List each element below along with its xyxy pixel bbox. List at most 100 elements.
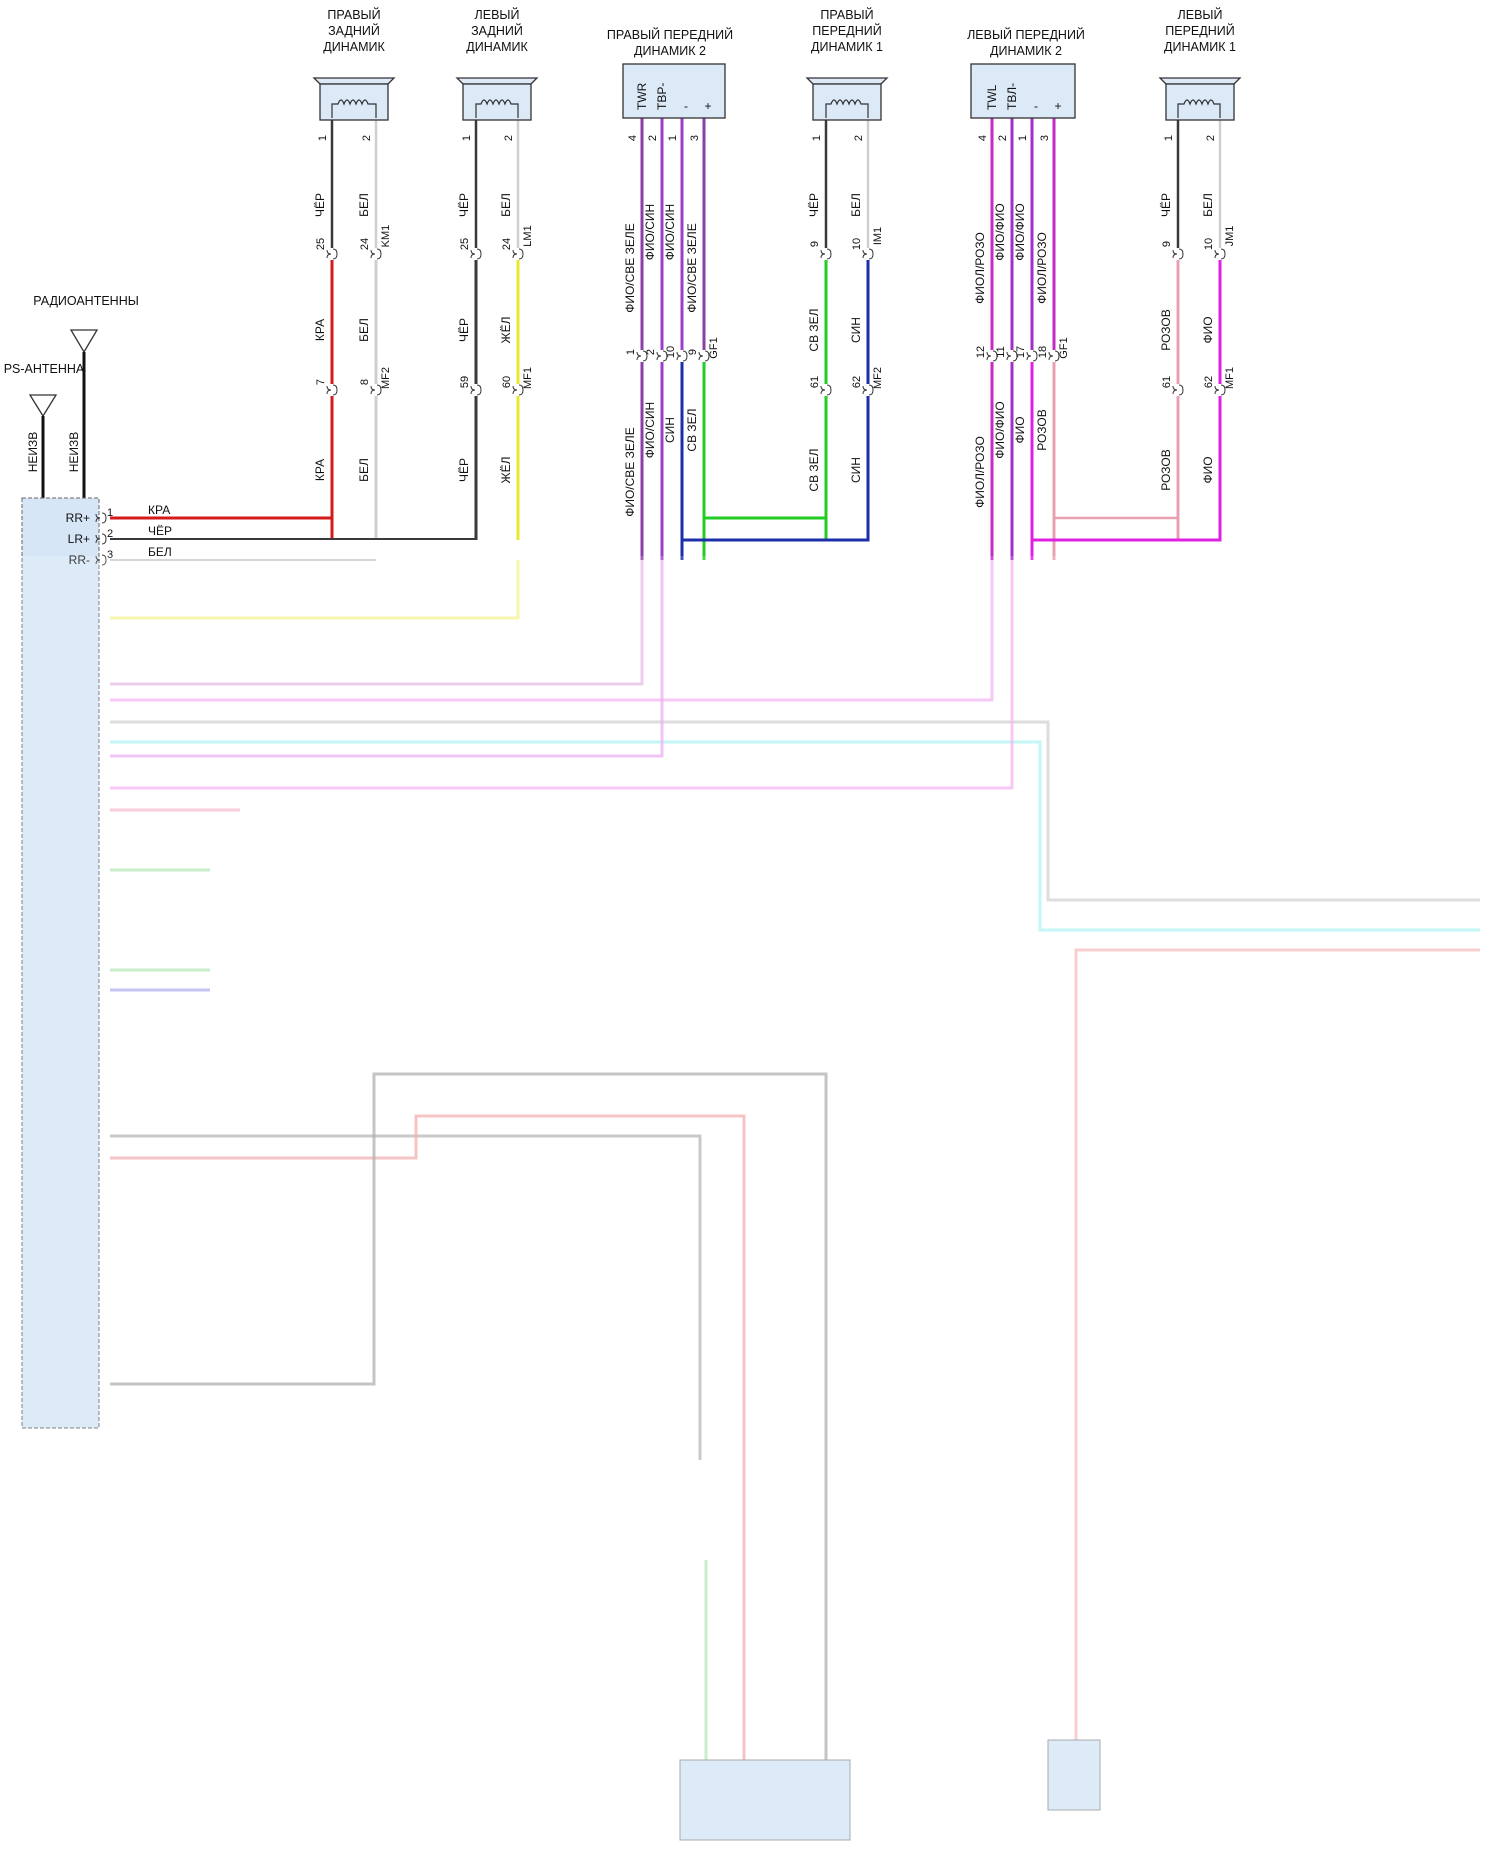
gps-antenna-label: PS-АНТЕННА (4, 362, 85, 376)
pin-number: 3 (689, 135, 701, 141)
wire-color-label: СВ ЗЕЛ (807, 448, 821, 491)
wire-route (110, 539, 476, 540)
wire-color-label: ФИО/ФИО (1013, 203, 1027, 261)
wire-color-label: ФИО/СИН (663, 204, 677, 260)
speaker-cone (457, 78, 537, 84)
wire-color-label: РОЗОВ (1035, 409, 1049, 451)
connector-mark (869, 249, 873, 259)
head-unit-pin-number: 2 (107, 528, 113, 540)
connector-pin: 24 (501, 238, 513, 250)
speaker-rr: ПРАВЫЙЗАДНИЙДИНАМИК1ЧЁР25КРА7КРА2БЕЛ24БЕ… (313, 7, 394, 482)
connector-mark (513, 386, 517, 394)
wire-color-label: СВ ЗЕЛ (685, 408, 699, 451)
connector-mark (821, 386, 825, 394)
wire-color-label: СИН (663, 417, 677, 443)
wire-color-label: ЖЁЛ (499, 317, 513, 344)
connector-mark (1173, 386, 1177, 394)
wire-color-label: ФИОЛ/РОЗО (973, 232, 987, 304)
wire-color-label: ЧЁР (457, 318, 471, 342)
pin-number: 4 (977, 135, 989, 141)
pin-number: 2 (853, 135, 865, 141)
connector-pin: 10 (851, 238, 863, 250)
connector-pin: 2 (645, 349, 657, 355)
connector-pin: 12 (975, 346, 987, 358)
connector-mark (863, 386, 867, 394)
pin-number: 2 (361, 135, 373, 141)
wire-color-label: БЕЛ (499, 193, 513, 217)
speaker-title-line: ДИНАМИК 2 (634, 44, 706, 58)
wire-route (110, 470, 332, 518)
wire-color-label: ЖЁЛ (499, 457, 513, 484)
wire-color-label: ФИО/СВЕ ЗЕЛЕ (623, 223, 637, 313)
connector-mark (102, 534, 106, 544)
connector-mark (327, 250, 331, 258)
wire-color-label: РОЗОВ (1159, 449, 1173, 491)
connector-name: MF1 (1224, 367, 1236, 389)
connector-pin: 8 (359, 379, 371, 385)
connector-mark (699, 352, 703, 360)
connector-name: KM1 (380, 225, 392, 248)
wire-color-label: ФИО (1201, 316, 1215, 343)
wire-color-label: ФИОЛ/РОЗО (973, 436, 987, 508)
speaker-title-line: ПРАВЫЙ (327, 7, 380, 22)
wire-color-label: ФИОЛ/РОЗО (1035, 232, 1049, 304)
connector-pin: 1 (625, 349, 637, 355)
speaker-title-line: ДИНАМИК 2 (990, 44, 1062, 58)
speaker-title-line: ЗАДНИЙ (471, 23, 523, 38)
connector-pin: 25 (459, 238, 471, 250)
wire-color-label: РОЗОВ (1159, 309, 1173, 351)
connector-mark (637, 352, 641, 360)
connector-pin: 11 (995, 346, 1007, 357)
wire-color-label: БЕЛ (1201, 193, 1215, 217)
connector-mark (371, 250, 375, 258)
head-unit-pin-number: 1 (107, 507, 113, 519)
connector-pin: 59 (459, 376, 471, 388)
connector-mark (1221, 249, 1225, 259)
wire-color-label: КРА (313, 459, 327, 481)
connector-mark (863, 250, 867, 258)
connector-mark (519, 249, 523, 259)
connector-mark (333, 385, 337, 395)
wire-color-label: СВ ЗЕЛ (807, 308, 821, 351)
pin-number: 2 (647, 135, 659, 141)
wire-color-label: ЧЁР (313, 193, 327, 217)
speaker-title-line: ДИНАМИК 1 (811, 40, 883, 54)
wire-color-label: СИН (849, 457, 863, 483)
wire-color-label: ЧЁР (807, 193, 821, 217)
wire-route (704, 362, 826, 518)
wire-color-label: ФИО/СИН (643, 204, 657, 260)
connector-mark (471, 386, 475, 394)
speaker-lf1: ЛЕВЫЙПЕРЕДНИЙДИНАМИК 11ЧЁР9РОЗОВ61РОЗОВ2… (1159, 7, 1240, 491)
connector-pin: 60 (501, 376, 513, 388)
connector-mark (827, 249, 831, 259)
wire-color-label: КРА (313, 319, 327, 341)
connector-name: LM1 (522, 225, 534, 246)
head-unit-pin-name: RR+ (66, 511, 90, 525)
connector-pin: 24 (359, 238, 371, 250)
pin-number: 3 (1039, 135, 1051, 141)
obscured-lower-region (0, 556, 1500, 1861)
connector-pin: 62 (1203, 376, 1215, 388)
head-unit-wire-label: КРА (148, 503, 170, 517)
wire-color-label: ЧЁР (457, 193, 471, 217)
pin-number: 1 (317, 135, 329, 141)
speaker-body (463, 84, 531, 120)
connector-mark (333, 249, 337, 259)
connector-mark (1173, 250, 1177, 258)
connector-pin: 9 (809, 241, 821, 247)
pin-number: 1 (811, 135, 823, 141)
wire-color-label: ФИО/СИН (643, 402, 657, 458)
wire-color-label: БЕЛ (357, 458, 371, 482)
wire-color-label: ЧЁР (457, 458, 471, 482)
connector-mark (1027, 352, 1031, 360)
connector-mark (1179, 385, 1183, 395)
wire-color-label: БЕЛ (849, 193, 863, 217)
connector-mark (677, 352, 681, 360)
speaker-terminal-label: + (704, 99, 711, 113)
connector-mark (657, 352, 661, 360)
pin-number: 4 (627, 135, 639, 141)
connector-name: IM1 (872, 227, 884, 245)
connector-name: GF1 (708, 337, 720, 358)
blur-overlay (0, 556, 1500, 1861)
antenna-wire-label: НЕИЗВ (67, 432, 81, 473)
